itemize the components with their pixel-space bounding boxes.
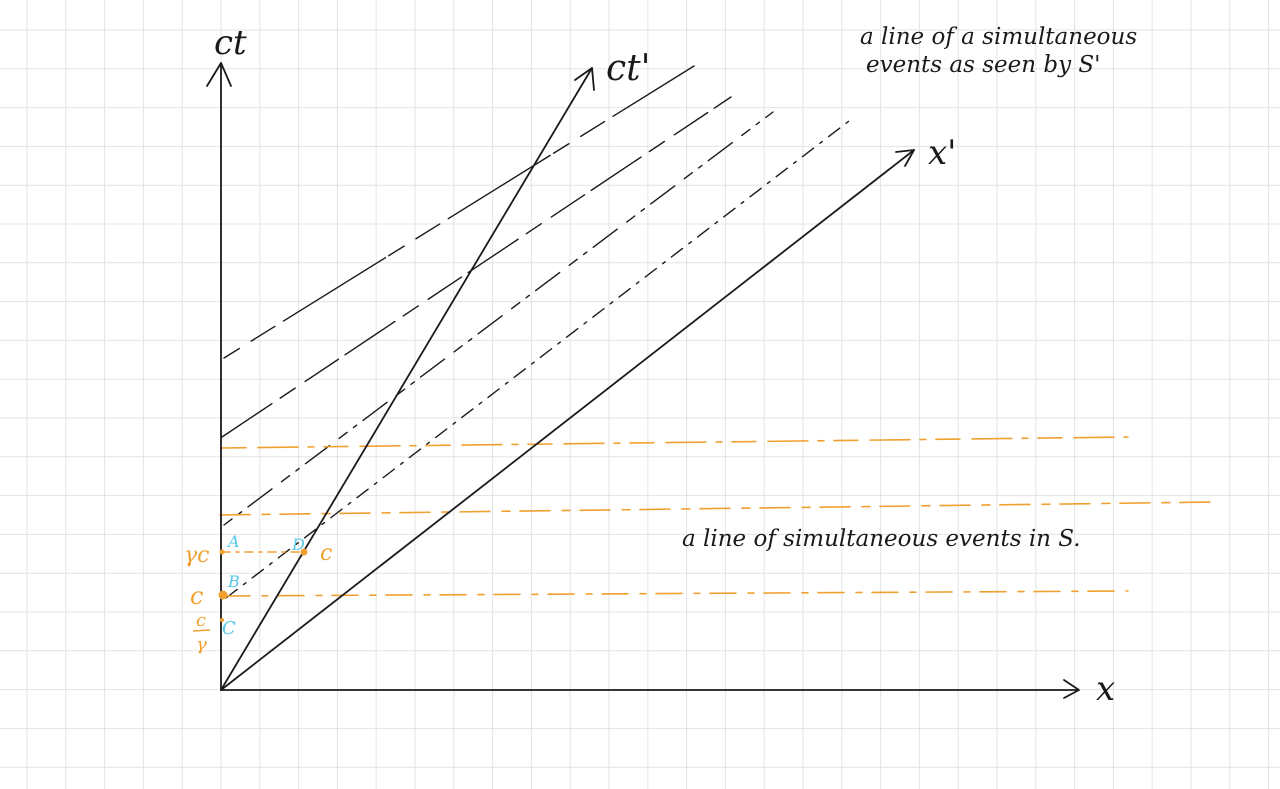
point-a-marker	[219, 549, 225, 555]
gamma-c-label: γc	[184, 543, 209, 568]
point-c-marker	[220, 618, 224, 622]
x-axis-arrowhead	[1063, 679, 1080, 699]
ct-axis-label: ct	[214, 23, 247, 63]
point-c-label: C	[222, 618, 236, 639]
x-axis-label: x	[1096, 669, 1115, 709]
s-prime-simultaneity-lines	[221, 65, 850, 599]
x-prime-axis-arrowhead	[895, 149, 915, 167]
point-b-marker	[218, 590, 228, 600]
c-over-gamma-fraction-bar	[192, 629, 211, 632]
s-prime-simultaneity-line-3	[223, 111, 774, 526]
s-prime-simultaneity-line-1	[223, 65, 695, 359]
point-a-label: A	[226, 532, 240, 551]
point-d-marker	[300, 548, 308, 556]
ct-prime-axis-arrowhead	[574, 67, 595, 91]
ct-prime-axis-label: ct'	[606, 48, 651, 89]
d-value-label: c	[320, 541, 332, 566]
axes	[206, 62, 1080, 699]
c-label: c	[190, 582, 203, 610]
x-prime-axis-line	[220, 149, 915, 691]
s-prime-simultaneity-annotation-line2: events as seen by S'	[866, 52, 1100, 78]
s-prime-simultaneity-line-2	[221, 96, 732, 438]
ct-axis-arrowhead	[206, 62, 232, 87]
x-prime-axis-label: x'	[928, 133, 957, 173]
s-simultaneity-line-4	[223, 590, 1129, 597]
ct-prime-axis-line	[220, 67, 593, 691]
point-b-label: B	[227, 572, 240, 591]
c-over-gamma-denominator: γ	[196, 634, 207, 655]
point-d-label: D	[291, 535, 305, 554]
s-prime-simultaneity-annotation-line1: a line of a simultaneous	[860, 24, 1137, 50]
s-simultaneity-lines	[219, 436, 1217, 597]
s-simultaneity-annotation: a line of simultaneous events in S.	[682, 526, 1081, 552]
event-points	[218, 548, 308, 622]
s-simultaneity-line-2	[219, 501, 1217, 516]
s-simultaneity-line-1	[221, 436, 1129, 449]
c-over-gamma-numerator: c	[196, 610, 206, 631]
